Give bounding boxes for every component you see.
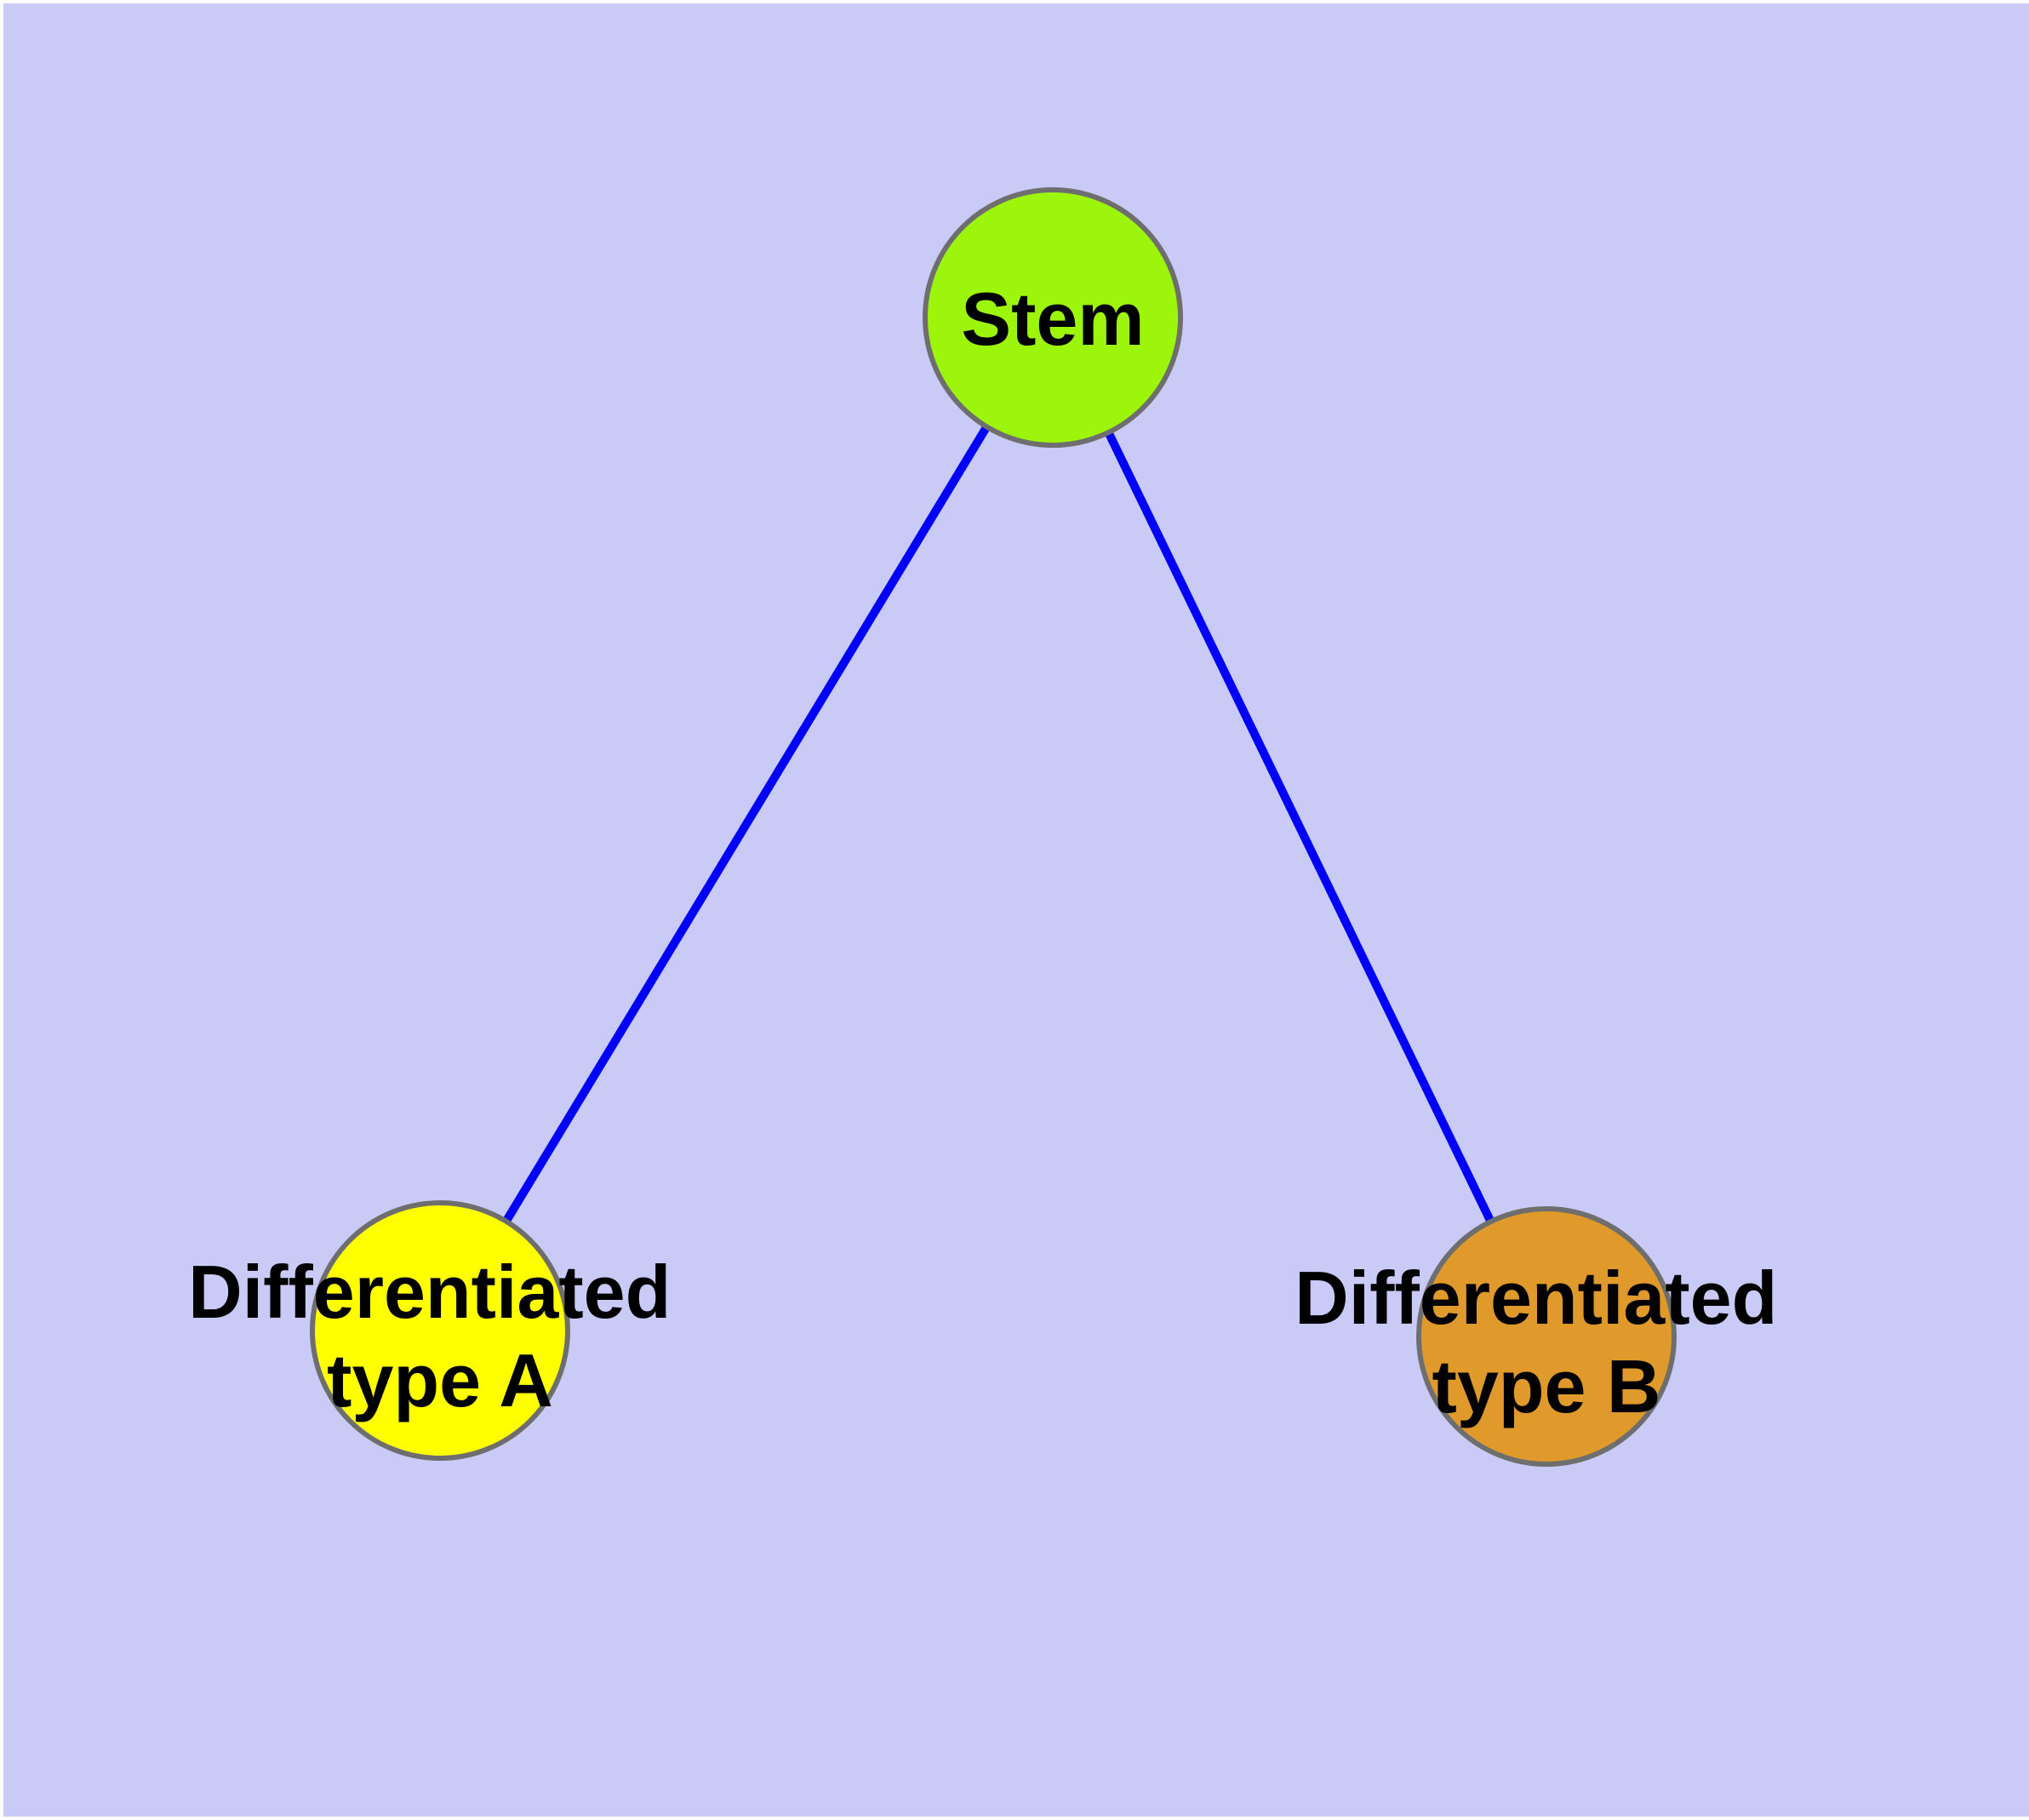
node-type-a-circle [310,1200,570,1461]
node-type-b-label-line1: Differentiated [1295,1256,1777,1340]
node-stem-circle [923,187,1183,448]
node-type-b-label-line2: type B [1432,1344,1661,1428]
edge-stem-to-type-a [436,315,1057,1333]
node-type-a-label-line1: Differentiated [188,1250,671,1334]
node-type-a-label: Differentiated type A [188,1250,692,1422]
edge-stem-to-type-b [1049,315,1551,1339]
node-stem-label: Stem [961,277,1144,361]
node-type-b-circle [1416,1206,1677,1467]
node-type-b-label: Differentiated type B [1295,1256,1798,1428]
node-type-a-label-line2: type A [327,1338,553,1422]
